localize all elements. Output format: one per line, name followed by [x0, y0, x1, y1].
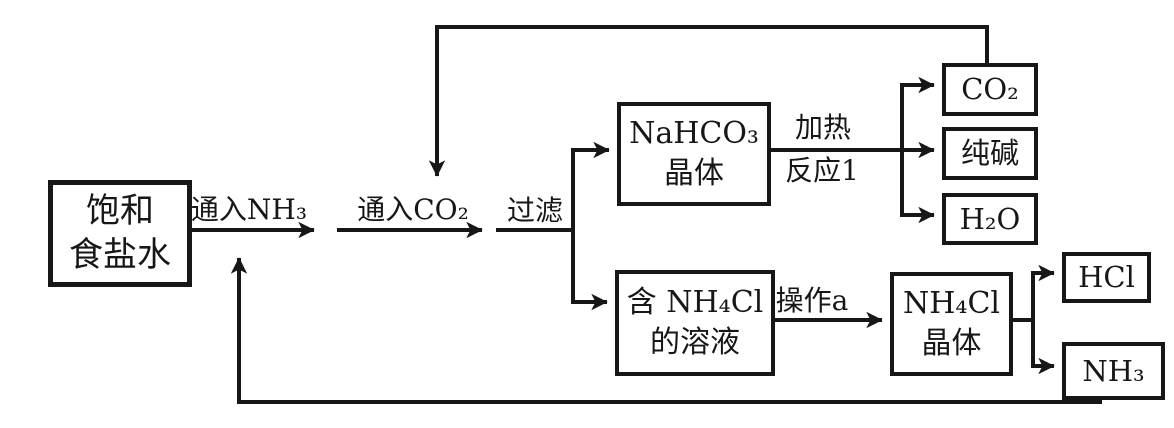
node-nahco3-crystal: NaHCO₃ 晶体: [617, 102, 771, 206]
node-nh4cl-crystal-line1: NH₄Cl: [903, 286, 1000, 322]
node-nh4cl-solution-line2: 的溶液: [650, 325, 740, 360]
node-soda-ash: 纯碱: [942, 127, 1038, 180]
node-h2o-label: H₂O: [959, 201, 1021, 236]
edge-label-reaction1: 反应1: [785, 154, 859, 187]
node-nh4cl-crystal-line2: 晶体: [921, 326, 982, 361]
node-saturated-brine-line1: 饱和: [86, 190, 154, 231]
node-hcl-label: HCl: [1078, 260, 1135, 294]
node-nh3-label: NH₃: [1082, 353, 1145, 388]
node-nahco3-crystal-line2: 晶体: [664, 156, 724, 191]
node-co2: CO₂: [942, 63, 1038, 116]
edge-label-heat: 加热: [794, 111, 851, 144]
node-saturated-brine-line2: 食盐水: [69, 234, 171, 275]
edge-label-pass-nh3: 通入NH₃: [190, 193, 308, 226]
edge-co2-recycle-loop: [428, 25, 989, 177]
node-h2o: H₂O: [942, 193, 1038, 245]
node-nh4cl-solution: 含 NH₄Cl 的溶液: [615, 270, 775, 376]
node-nh4cl-crystal: NH₄Cl 晶体: [890, 272, 1013, 376]
node-nh4cl-solution-line1: 含 NH₄Cl: [626, 285, 764, 321]
node-soda-ash-label: 纯碱: [960, 136, 1019, 170]
edge-label-pass-co2: 通入CO₂: [357, 193, 469, 226]
node-saturated-brine: 饱和 食盐水: [48, 180, 192, 287]
edge-label-operation-a: 操作a: [775, 284, 849, 317]
node-hcl: HCl: [1062, 252, 1151, 303]
edge-label-filter: 过滤: [506, 194, 563, 227]
node-nahco3-crystal-line1: NaHCO₃: [629, 116, 759, 152]
node-co2-label: CO₂: [961, 72, 1019, 106]
node-nh3: NH₃: [1062, 342, 1165, 400]
